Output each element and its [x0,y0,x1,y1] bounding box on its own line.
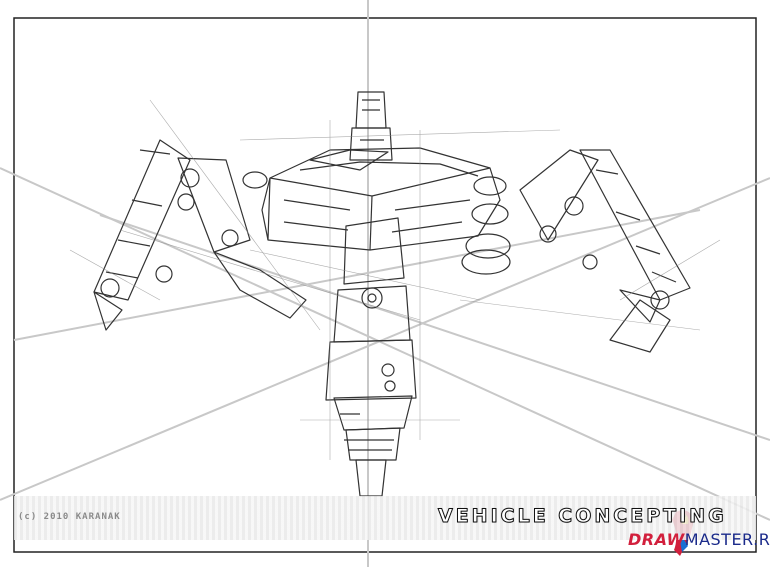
site-name-draw: DRAW [628,530,685,549]
robot-sketch [93,91,691,497]
site-name-master: MASTER.RU [684,530,770,549]
site-watermark: DRAWMASTER.RU [628,530,770,549]
footer-banner [14,496,756,540]
artwork-title: VEHICLE CONCEPTING [438,505,727,528]
copyright-text: (c) 2010 KARANAK [18,512,121,522]
construction-strokes [69,99,721,460]
page-frame [13,17,757,553]
